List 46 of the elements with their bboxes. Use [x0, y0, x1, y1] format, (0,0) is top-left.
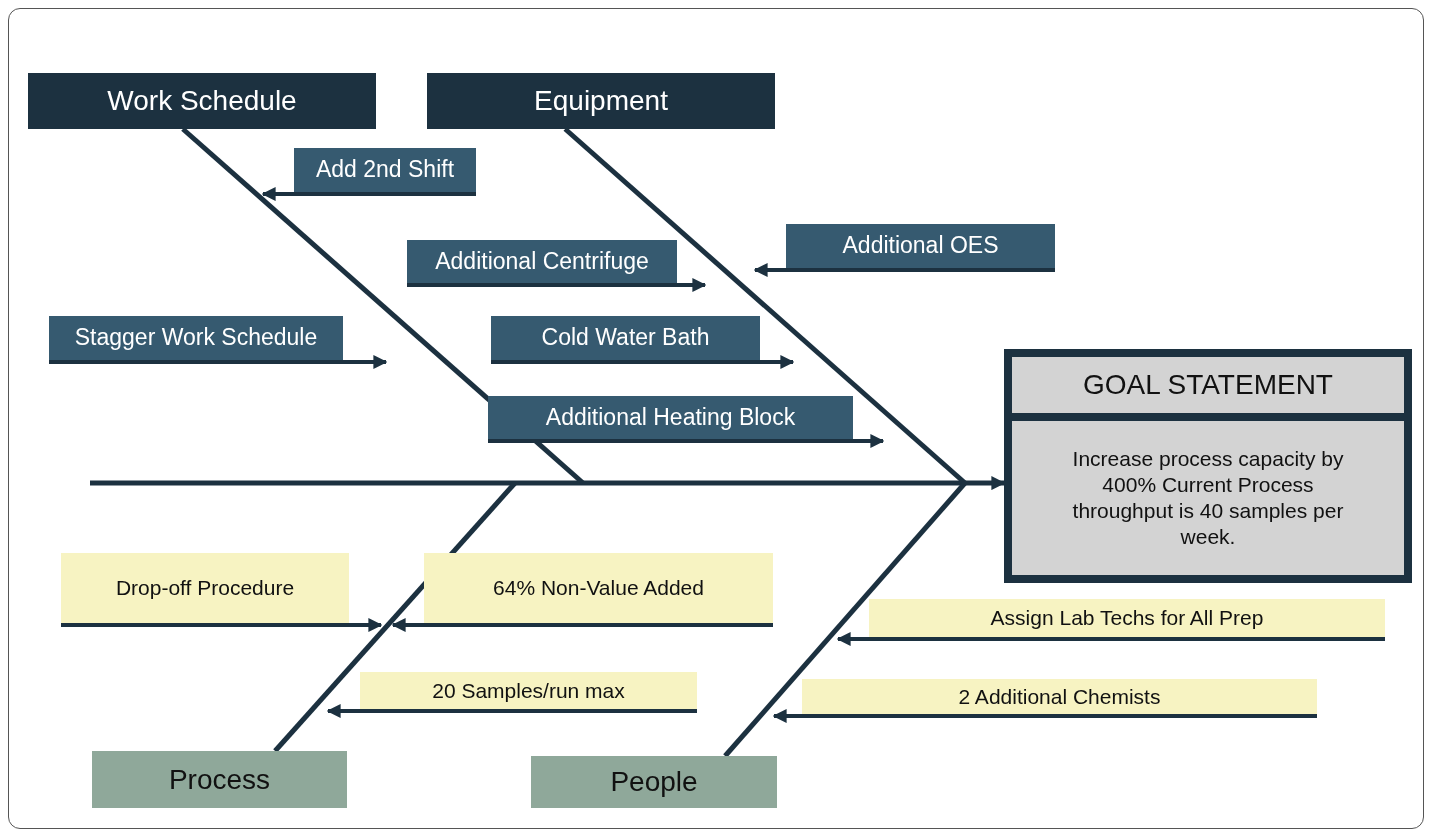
cause-arrow	[326, 704, 360, 718]
cause-arrow	[853, 434, 885, 448]
cause-note	[424, 553, 773, 627]
cause-label: Additional Centrifuge	[435, 247, 649, 276]
category-box	[92, 751, 347, 808]
cause-note	[869, 599, 1385, 641]
cause-text: Drop-off Procedure	[115, 575, 295, 601]
cause-arrow	[772, 709, 802, 723]
cause-arrow	[391, 618, 424, 632]
goal-text: Increase process capacity by 400% Current Process throughput is 40 samples per week.	[1012, 421, 1404, 575]
cause-arrow	[760, 355, 795, 369]
cause-note	[360, 672, 697, 713]
cause-arrow	[753, 263, 786, 277]
cause-note	[61, 553, 349, 627]
cause-arrow	[261, 187, 294, 201]
category-label: Process	[168, 762, 271, 797]
cause-text: Assign Lab Techs for All Prep	[990, 605, 1264, 631]
spine-arrow	[90, 476, 1006, 491]
category-box	[531, 756, 777, 808]
goal-box	[1004, 349, 1412, 583]
cause-box	[294, 148, 476, 196]
cause-text: 2 Additional Chemists	[958, 683, 1161, 710]
cause-label: Stagger Work Schedule	[74, 324, 318, 352]
cause-label: Additional Heating Block	[545, 403, 796, 432]
cause-arrow	[677, 278, 707, 292]
cause-box	[407, 240, 677, 287]
category-label: People	[610, 765, 698, 799]
cause-arrow	[836, 632, 869, 646]
bone-line	[181, 127, 585, 485]
cause-box	[491, 316, 760, 364]
category-box	[28, 73, 376, 129]
category-label: Work Schedule	[107, 84, 297, 118]
goal-heading: GOAL STATEMENT	[1012, 357, 1404, 413]
category-box	[427, 73, 775, 129]
cause-label: Additional OES	[842, 232, 999, 260]
cause-box	[49, 316, 343, 364]
cause-arrow	[343, 355, 388, 369]
cause-arrow	[349, 618, 383, 632]
cause-text: 64% Non-Value Added	[493, 575, 704, 601]
cause-label: Add 2nd Shift	[315, 156, 455, 184]
cause-box	[786, 224, 1055, 272]
category-label: Equipment	[534, 84, 668, 118]
cause-note	[802, 679, 1317, 718]
cause-text: 20 Samples/run max	[432, 677, 625, 704]
cause-label: Cold Water Bath	[541, 324, 710, 352]
cause-box	[488, 396, 853, 443]
